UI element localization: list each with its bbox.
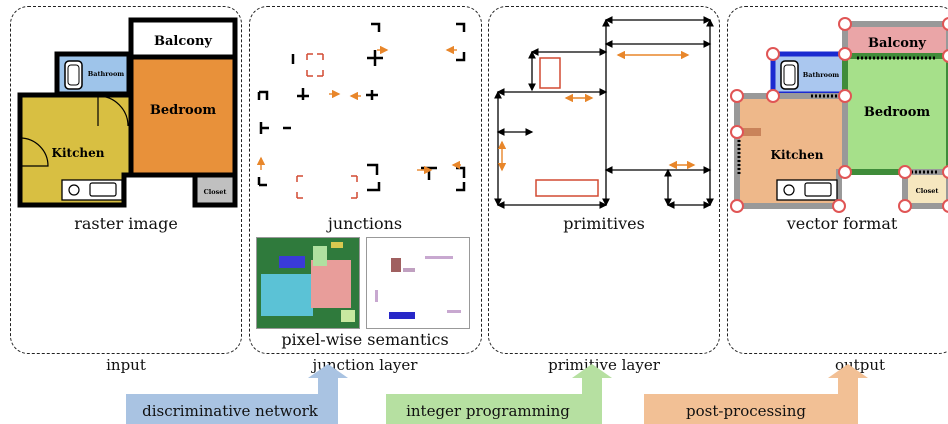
input-panel bbox=[10, 6, 242, 354]
junction-marks bbox=[257, 22, 466, 192]
vector-kitchen-label: Kitchen bbox=[771, 148, 824, 162]
arrow-discriminative-network bbox=[126, 364, 348, 424]
raster-door-arc-bathroom bbox=[97, 95, 129, 127]
raster-bedroom-label: Bedroom bbox=[150, 103, 217, 118]
vector-balcony-label: Balcony bbox=[868, 36, 926, 51]
raster-closet-label: Closet bbox=[204, 188, 227, 196]
raster-door-arc-kitchen bbox=[19, 137, 49, 167]
door-primitives bbox=[497, 50, 696, 172]
opening-primitives bbox=[535, 57, 599, 197]
semantic-icon-map bbox=[366, 237, 470, 329]
raster-balcony-label: Balcony bbox=[154, 34, 212, 49]
vector-floorplan: Balcony Bathroom Bedroom Kitchen Closet bbox=[730, 17, 948, 213]
pixel-wise-semantics-caption: pixel-wise semantics bbox=[281, 330, 449, 349]
vector-bathroom-label: Bathroom bbox=[803, 71, 840, 79]
discriminative-network-label: discriminative network bbox=[142, 402, 318, 420]
raster-bedroom-room bbox=[128, 54, 238, 178]
raster-bathroom-label: Bathroom bbox=[88, 70, 125, 78]
raster-balcony-room bbox=[128, 17, 238, 63]
stage-primitive-label: primitive layer bbox=[548, 356, 660, 374]
junction-opening-marks bbox=[296, 53, 358, 199]
raster-stove bbox=[61, 179, 123, 201]
vector-closet-label: Closet bbox=[916, 187, 939, 195]
raster-image-caption: raster image bbox=[74, 214, 178, 233]
raster-kitchen-room bbox=[17, 92, 134, 208]
arrow-post-processing bbox=[644, 364, 868, 424]
vector-bedroom-label: Bedroom bbox=[864, 105, 931, 120]
junction-layer-panel bbox=[249, 6, 482, 354]
semantic-room-map bbox=[256, 237, 360, 329]
primitives-caption: primitives bbox=[563, 214, 645, 233]
junctions-caption: junctions bbox=[327, 214, 403, 233]
junction-orientation-arrows bbox=[256, 45, 461, 175]
integer-programming-label: integer programming bbox=[406, 402, 570, 420]
vector-junction-points bbox=[730, 17, 948, 213]
process-arrows bbox=[126, 364, 868, 424]
raster-kitchen-label: Kitchen bbox=[52, 146, 105, 160]
arrow-integer-programming bbox=[386, 364, 612, 424]
primitive-layer-panel bbox=[488, 6, 720, 354]
vector-door-kitchen bbox=[741, 128, 761, 136]
junctions-diagram bbox=[256, 22, 466, 199]
output-panel bbox=[727, 6, 948, 354]
primitives-diagram bbox=[494, 16, 714, 209]
raster-bathtub bbox=[64, 60, 83, 90]
post-processing-label: post-processing bbox=[686, 402, 806, 420]
wall-primitives bbox=[494, 16, 714, 209]
vector-stove bbox=[776, 179, 838, 201]
stage-junction-label: junction layer bbox=[312, 356, 418, 374]
stage-input-label: input bbox=[106, 356, 146, 374]
vector-door-markers bbox=[737, 56, 937, 174]
raster-floorplan: Balcony Bathroom Bedroom Kitchen Closet bbox=[17, 17, 238, 208]
vector-bathtub bbox=[780, 60, 799, 90]
raster-closet-room bbox=[192, 172, 238, 208]
vector-format-caption: vector format bbox=[786, 214, 898, 233]
